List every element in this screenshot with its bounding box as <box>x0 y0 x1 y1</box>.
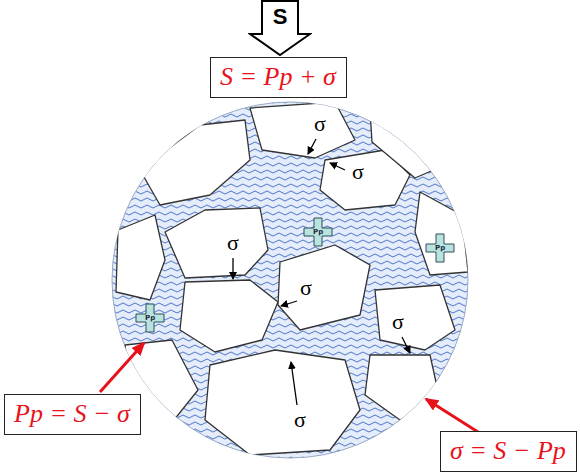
stress-arrow <box>291 362 297 405</box>
grain <box>205 350 360 455</box>
stress-arrow <box>330 163 345 170</box>
leader-arrow <box>100 343 144 392</box>
equation-text: S = Pp + σ <box>220 62 336 92</box>
leader-arrows <box>100 343 478 432</box>
stress-label: σ <box>227 231 239 255</box>
stress-arrow <box>281 301 297 306</box>
grain <box>116 215 165 300</box>
grains <box>116 102 468 455</box>
grain <box>180 280 278 352</box>
stress-label: σ <box>300 276 312 300</box>
stress-label: σ <box>392 310 404 334</box>
load-label: S <box>248 5 312 29</box>
grain <box>140 120 250 205</box>
pressure-icon <box>426 234 454 262</box>
pressure-icons <box>136 218 454 332</box>
equation-box: σ = S − Pp <box>440 431 577 472</box>
equation-text: Pp = S − σ <box>14 399 130 429</box>
grain <box>278 245 370 330</box>
pore-fluid-circle <box>112 102 468 458</box>
equation-box: S = Pp + σ <box>210 57 347 98</box>
grain <box>365 355 440 420</box>
stress-arrow <box>232 258 233 279</box>
grain <box>250 102 355 158</box>
pore-pressure-label: Pp <box>145 314 155 322</box>
pore-pressure-label: Pp <box>313 228 323 236</box>
equation-text: σ = S − Pp <box>450 436 566 466</box>
stress-arrow <box>308 139 316 154</box>
pore-pressure-label: Pp <box>435 244 445 252</box>
grain <box>370 110 445 178</box>
stress-arrow <box>402 337 410 353</box>
stress-label: σ <box>294 408 306 432</box>
equation-box: Pp = S − σ <box>4 394 141 435</box>
grain <box>415 192 468 275</box>
stress-label: σ <box>314 112 326 136</box>
stress-arrows <box>233 139 410 405</box>
grain <box>375 285 455 350</box>
grain <box>165 208 268 278</box>
stress-label: σ <box>352 160 364 184</box>
load-arrow: S <box>248 0 312 56</box>
pressure-icon <box>304 218 332 246</box>
pressure-icon <box>136 304 164 332</box>
leader-arrow <box>426 399 478 432</box>
